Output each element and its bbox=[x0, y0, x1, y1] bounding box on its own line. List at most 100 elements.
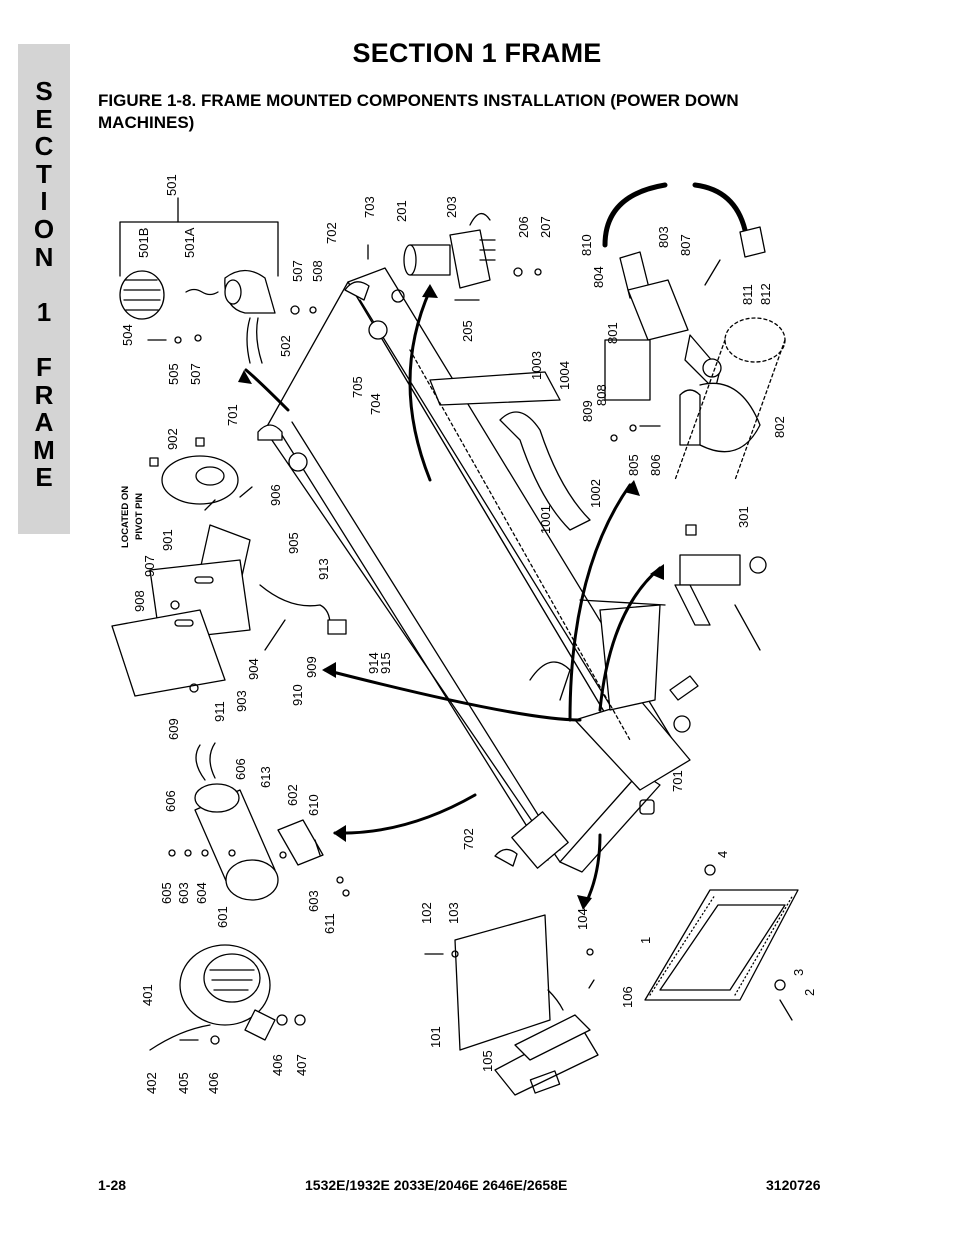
label-915: 915 bbox=[378, 652, 393, 674]
label-4: 4 bbox=[715, 851, 730, 858]
label-913: 913 bbox=[316, 558, 331, 580]
label-405: 405 bbox=[176, 1072, 191, 1094]
label-1004: 1004 bbox=[557, 361, 572, 390]
label-106: 106 bbox=[620, 986, 635, 1008]
label-406: 406 bbox=[206, 1072, 221, 1094]
label-809: 809 bbox=[580, 400, 595, 422]
label-901: 901 bbox=[160, 529, 175, 551]
label-604: 604 bbox=[194, 882, 209, 904]
label-603: 603 bbox=[176, 882, 191, 904]
arrow-heads bbox=[238, 284, 664, 910]
switch-assembly-800 bbox=[602, 182, 786, 481]
footer-doc-number: 3120726 bbox=[766, 1177, 821, 1193]
label-801: 801 bbox=[605, 322, 620, 344]
label-914: 914 bbox=[366, 652, 381, 674]
label-1: 1 bbox=[638, 937, 653, 944]
label-910: 910 bbox=[290, 684, 305, 706]
label-613: 613 bbox=[258, 766, 273, 788]
label-206: 206 bbox=[516, 216, 531, 238]
label-1003: 1003 bbox=[529, 351, 544, 380]
label-908: 908 bbox=[132, 590, 147, 612]
label-504: 504 bbox=[120, 324, 135, 346]
figure-title: FIGURE 1-8. FRAME MOUNTED COMPONENTS INS… bbox=[98, 91, 739, 132]
label-808: 808 bbox=[594, 384, 609, 406]
label-802: 802 bbox=[772, 416, 787, 438]
label-806: 806 bbox=[648, 454, 663, 476]
label-103: 103 bbox=[446, 902, 461, 924]
label-609: 609 bbox=[166, 718, 181, 740]
footer-models: 1532E/1932E 2033E/2046E 2646E/2658E bbox=[305, 1177, 568, 1193]
label-603: 603 bbox=[306, 890, 321, 912]
label-205: 205 bbox=[460, 320, 475, 342]
label-803: 803 bbox=[656, 226, 671, 248]
label-104: 104 bbox=[575, 908, 590, 930]
label-508: 508 bbox=[310, 260, 325, 282]
label-1002: 1002 bbox=[588, 479, 603, 508]
motor-assembly-600 bbox=[168, 742, 350, 901]
label-605: 605 bbox=[159, 882, 174, 904]
section-title: SECTION 1 FRAME bbox=[352, 38, 602, 68]
label-201: 201 bbox=[394, 200, 409, 222]
label-902: 902 bbox=[165, 428, 180, 450]
label-810: 810 bbox=[579, 234, 594, 256]
label-501a: 501A bbox=[182, 227, 197, 258]
section-side-tab: S E C T I O N 1 F R A M E bbox=[18, 44, 70, 534]
label-705: 705 bbox=[350, 376, 365, 398]
callout-pivot-pin: PIVOT PIN bbox=[134, 493, 145, 540]
label-805: 805 bbox=[626, 454, 641, 476]
horn-assembly-400 bbox=[149, 944, 306, 1051]
label-703: 703 bbox=[362, 196, 377, 218]
label-2: 2 bbox=[802, 989, 817, 996]
label-702: 702 bbox=[324, 222, 339, 244]
section-side-tab-letters: S E C T I O N 1 F R A M E bbox=[33, 76, 55, 493]
label-904: 904 bbox=[246, 658, 261, 680]
label-507: 507 bbox=[290, 260, 305, 282]
label-606: 606 bbox=[163, 790, 178, 812]
label-610: 610 bbox=[306, 794, 321, 816]
label-301: 301 bbox=[736, 506, 751, 528]
label-905: 905 bbox=[286, 532, 301, 554]
label-704: 704 bbox=[368, 393, 383, 415]
label-812: 812 bbox=[758, 283, 773, 305]
label-502: 502 bbox=[278, 335, 293, 357]
label-401: 401 bbox=[140, 984, 155, 1006]
footer-page-number: 1-28 bbox=[98, 1177, 127, 1193]
label-807: 807 bbox=[678, 234, 693, 256]
sensor-assembly-900 bbox=[111, 437, 347, 697]
label-907: 907 bbox=[142, 555, 157, 577]
label-606: 606 bbox=[233, 758, 248, 780]
label-101: 101 bbox=[428, 1026, 443, 1048]
label-102: 102 bbox=[419, 902, 434, 924]
label-701: 701 bbox=[670, 770, 685, 792]
label-911: 911 bbox=[212, 701, 227, 722]
label-903: 903 bbox=[234, 690, 249, 712]
label-407: 407 bbox=[294, 1054, 309, 1076]
assembly-301 bbox=[674, 524, 767, 651]
pump-assembly-201 bbox=[367, 213, 542, 301]
label-611: 611 bbox=[322, 913, 337, 934]
label-811: 811 bbox=[740, 284, 755, 305]
label-804: 804 bbox=[591, 266, 606, 288]
label-1001: 1001 bbox=[538, 505, 553, 534]
label-505: 505 bbox=[166, 363, 181, 385]
light-assembly-501 bbox=[119, 197, 317, 364]
bracket-assembly-1 bbox=[644, 864, 799, 1021]
label-602: 602 bbox=[285, 784, 300, 806]
label-906: 906 bbox=[268, 484, 283, 506]
label-406: 406 bbox=[270, 1054, 285, 1076]
label-702: 702 bbox=[461, 828, 476, 850]
label-601: 601 bbox=[215, 906, 230, 928]
part-labels: 501 501B 501A 504 505 507 502 507 508 70… bbox=[120, 174, 817, 1094]
label-207: 207 bbox=[538, 216, 553, 238]
label-105: 105 bbox=[480, 1050, 495, 1072]
cover-assembly-100 bbox=[424, 914, 599, 1096]
label-402: 402 bbox=[144, 1072, 159, 1094]
label-203: 203 bbox=[444, 196, 459, 218]
label-3: 3 bbox=[791, 969, 806, 976]
assembly-arrows bbox=[244, 288, 662, 907]
label-501b: 501B bbox=[136, 228, 151, 258]
label-701: 701 bbox=[225, 404, 240, 426]
callout-located-on: LOCATED ON bbox=[120, 486, 131, 548]
label-909: 909 bbox=[304, 656, 319, 678]
